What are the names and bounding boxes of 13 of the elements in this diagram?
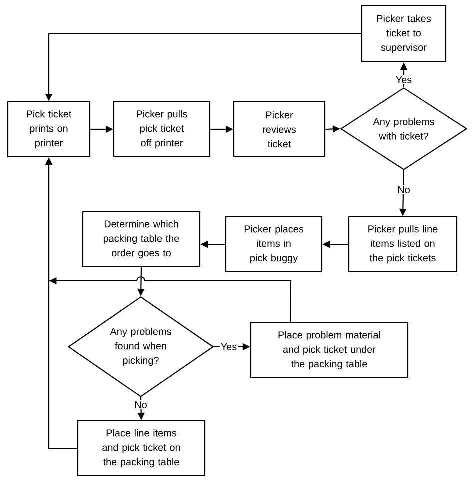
edge-label: No	[134, 400, 148, 410]
process-box: Picker pulls line items listed on the pick tickets	[348, 216, 458, 273]
process-box: Picker places items in pick buggy	[225, 216, 323, 273]
process-box: Determine which packing table the order goes to	[82, 211, 201, 268]
process-box: Picker takes ticket to supervisor	[361, 5, 447, 63]
process-box: Picker reviews ticket	[233, 101, 326, 158]
process-box: Pick ticket prints on printer	[7, 101, 91, 158]
edge-label: No	[396, 186, 412, 194]
process-box: Place line items and pick ticket on the packing table	[77, 420, 206, 477]
process-box: Place problem material and pick ticket under the packing table	[250, 322, 409, 379]
process-box: Picker pulls pick ticket off printer	[113, 101, 211, 158]
edge-label: Yes	[394, 76, 414, 84]
edge-label: Yes	[220, 342, 238, 352]
